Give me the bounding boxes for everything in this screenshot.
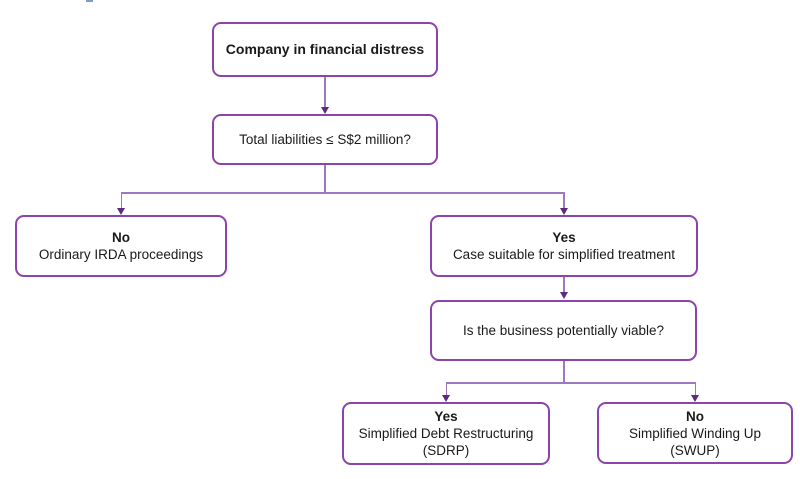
node-total-liabilities-question: Total liabilities ≤ S$2 million? [212,114,438,165]
node-business-viability-question: Is the business potentially viable? [430,300,697,361]
arrowhead-down-icon [690,395,699,402]
node-text: Ordinary IRDA proceedings [38,247,204,262]
connector-liabilities-branch-horizontal [121,192,565,194]
node-no-swup: No Simplified Winding Up (SWUP) [597,402,793,464]
connector-branch-to-swup [694,382,696,396]
node-yes-simplified-treatment: Yes Case suitable for simplified treatme… [430,215,698,277]
arrowhead-down-icon [559,292,568,299]
connector-liabilities-stem [324,165,326,193]
connector-start-to-liabilities [324,77,326,108]
node-no-ordinary-irda: No Ordinary IRDA proceedings [15,215,227,277]
node-text: Simplified Debt Restructuring [358,426,534,441]
node-heading: Yes [552,230,576,245]
node-text: Simplified Winding Up [628,425,762,441]
node-heading: No [112,230,130,245]
node-subtext: (SWUP) [670,442,720,458]
cropped-edge-artifact [86,0,93,2]
connector-branch-to-sdrp [445,382,447,396]
node-heading: No [686,408,704,424]
arrowhead-down-icon [117,208,125,215]
connector-branch-to-yes [563,192,565,209]
node-subtext: (SDRP) [422,443,470,458]
arrowhead-down-icon [441,395,450,402]
node-heading: Company in financial distress [225,41,425,57]
node-company-in-financial-distress: Company in financial distress [212,22,438,77]
connector-viability-stem [563,361,565,383]
node-heading: Yes [434,409,458,424]
connector-yes-to-viability [563,277,565,293]
connector-branch-to-no [120,192,122,209]
node-yes-sdrp: Yes Simplified Debt Restructuring (SDRP) [342,402,550,465]
arrowhead-down-icon [320,107,329,114]
node-text: Total liabilities ≤ S$2 million? [239,132,411,147]
node-text: Case suitable for simplified treatment [452,247,676,262]
node-text: Is the business potentially viable? [462,323,665,338]
connector-viability-branch-horizontal [446,382,696,384]
arrowhead-down-icon [559,208,568,215]
